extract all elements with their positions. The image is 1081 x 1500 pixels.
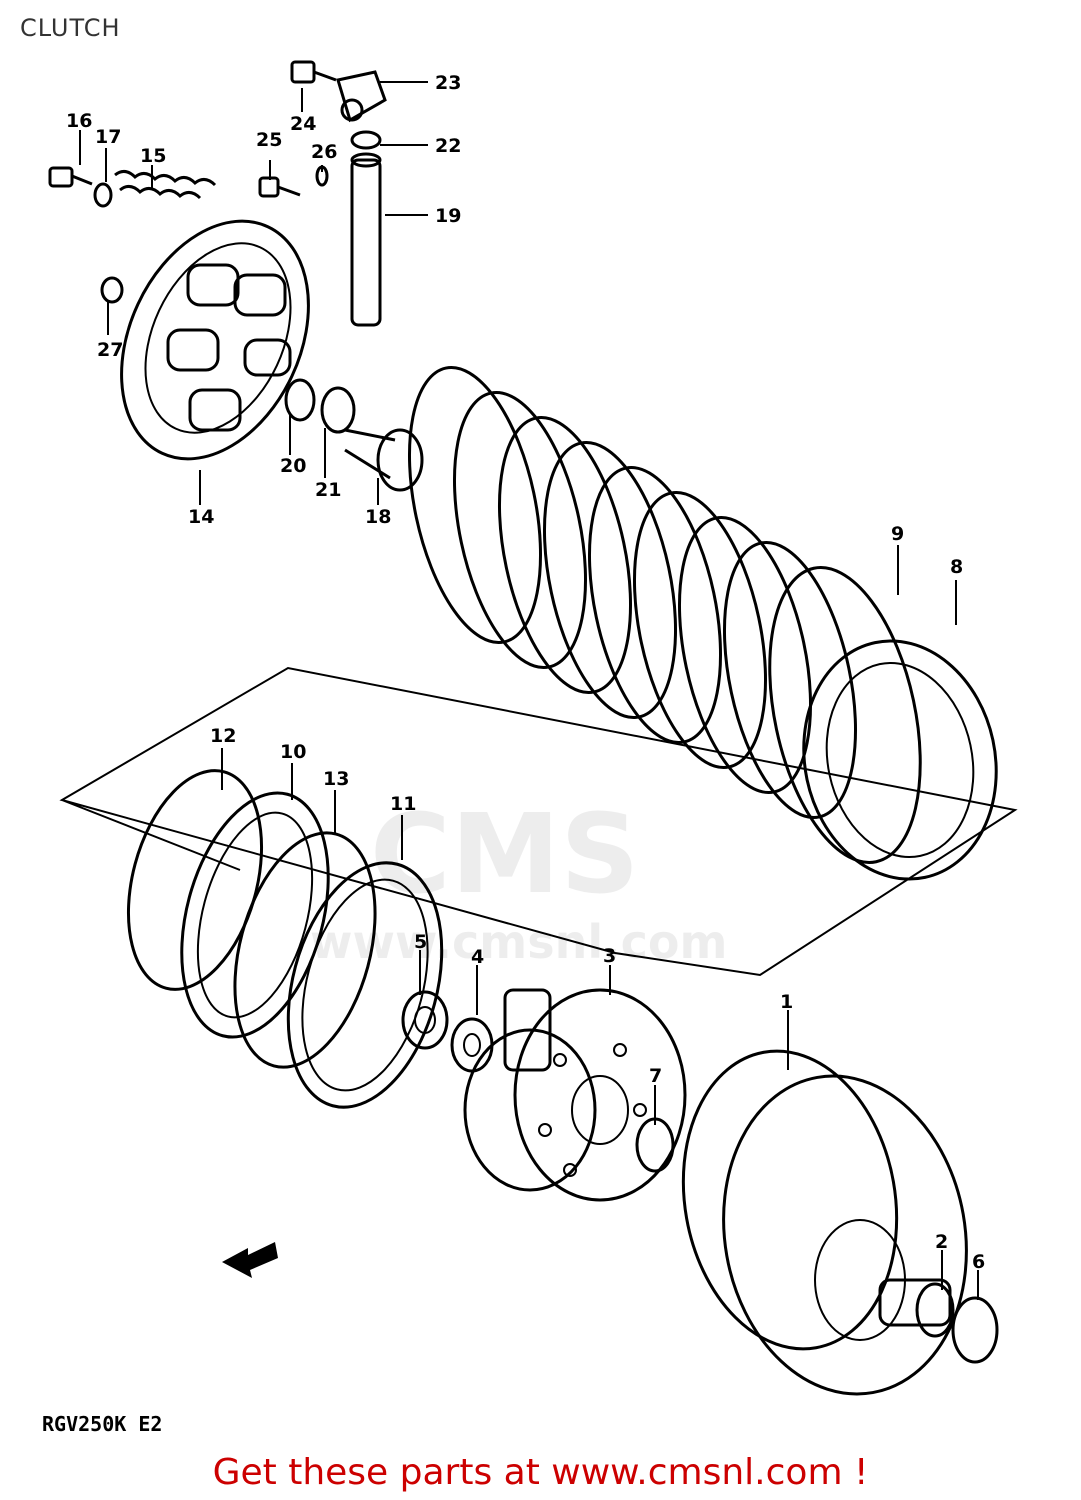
callout-3: 3 <box>603 945 616 967</box>
parts-link[interactable]: Get these parts at www.cmsnl.com ! <box>212 1452 869 1493</box>
callout-19: 19 <box>435 205 461 227</box>
callout-27: 27 <box>97 339 123 361</box>
callout-17: 17 <box>95 126 121 148</box>
callout-5: 5 <box>414 931 427 953</box>
thrust-washer <box>635 1117 675 1173</box>
spring-bolt-set <box>48 166 217 304</box>
callout-15: 15 <box>140 145 166 167</box>
callout-22: 22 <box>435 135 461 157</box>
callout-7: 7 <box>649 1065 662 1087</box>
clutch-plate-stack <box>407 365 998 881</box>
clutch-housing <box>681 1049 968 1396</box>
page-title: CLUTCH <box>20 14 121 42</box>
callout-12: 12 <box>210 725 236 747</box>
release-mechanism <box>258 60 387 327</box>
callout-6: 6 <box>972 1251 985 1273</box>
callout-20: 20 <box>280 455 306 477</box>
callout-18: 18 <box>365 506 391 528</box>
callout-21: 21 <box>315 479 341 501</box>
callout-11: 11 <box>390 793 416 815</box>
leader-lines <box>79 81 979 1300</box>
clutch-sleeve-hub <box>463 988 687 1202</box>
model-code: RGV250K E2 <box>42 1412 163 1436</box>
callout-16: 16 <box>66 110 92 132</box>
front-arrow-icon <box>222 1242 278 1278</box>
pressure-plate <box>120 219 310 461</box>
callout-24: 24 <box>290 113 316 135</box>
callout-2: 2 <box>935 1231 948 1253</box>
callout-labels: 1 2 3 4 5 6 7 8 9 10 11 12 13 14 15 16 1… <box>66 72 985 1273</box>
damper-ring-set <box>126 769 444 1109</box>
callout-8: 8 <box>950 556 963 578</box>
spacer <box>915 1282 955 1338</box>
callout-1: 1 <box>780 991 793 1013</box>
callout-10: 10 <box>280 741 306 763</box>
callout-23: 23 <box>435 72 461 94</box>
plate-stack-outline <box>59 666 1018 977</box>
housing-washer <box>951 1296 999 1364</box>
callout-13: 13 <box>323 768 349 790</box>
push-piece-bearing <box>284 378 424 492</box>
callout-9: 9 <box>891 523 904 545</box>
callout-14: 14 <box>188 506 214 528</box>
callout-26: 26 <box>311 141 337 163</box>
callout-4: 4 <box>471 946 484 968</box>
callout-25: 25 <box>256 129 282 151</box>
